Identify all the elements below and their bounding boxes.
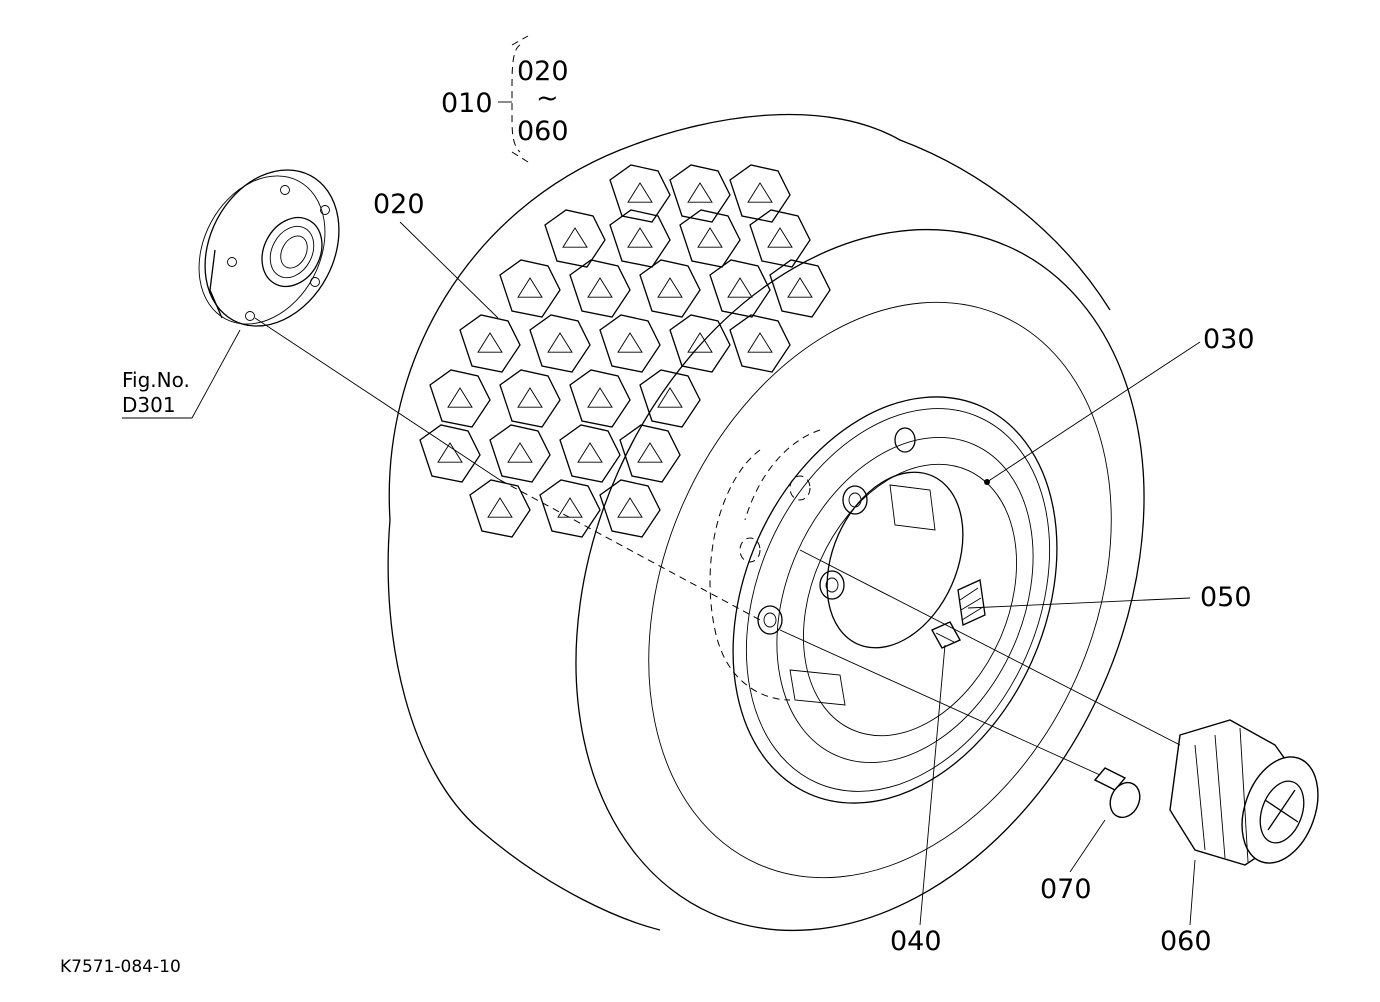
tread-triangle [627,227,653,248]
tread-lug [499,369,561,428]
tread-lug [619,424,681,483]
tread-lug [709,259,771,318]
hub-cap [1169,719,1319,866]
wheel-rim [709,408,1051,792]
tread-triangle [517,277,543,298]
tread-lug [769,259,831,318]
tire-valve [931,621,961,649]
drawing-code: K7571-084-10 [60,957,181,977]
tread-triangle [687,182,713,203]
tread-triangle [657,277,683,298]
tread-triangle [727,277,753,298]
tread-lug [419,424,481,483]
tread-lug [599,479,661,538]
tread-triangle [577,442,603,463]
tread-lug [729,164,791,223]
tire-tread [419,164,831,538]
tread-lug [639,369,701,428]
tread-lug [669,314,731,373]
callout-060: 060 [1160,926,1212,957]
tread-lug [459,314,521,373]
tread-lug [609,209,671,268]
tread-lug [609,164,671,223]
tread-triangle [587,277,613,298]
hub-plate [198,169,340,327]
callout-range-start: 020 [517,56,569,87]
tread-lug [599,314,661,373]
tread-triangle [587,387,613,408]
tread-triangle [787,277,813,298]
tread-lug [669,164,731,223]
tread-triangle [447,387,473,408]
tread-lug [679,209,741,268]
tread-triangle [517,387,543,408]
callout-040: 040 [890,926,942,957]
explode-lines [254,317,1181,776]
tread-lug [489,424,551,483]
tread-triangle [637,442,663,463]
tread-lug [539,479,601,538]
tread-triangle [437,442,463,463]
tread-triangle [767,227,793,248]
callout-range-sep: ~ [536,83,559,114]
callout-labels: 010 020 ~ 060 020 030 050 040 070 060 Fi… [60,56,1255,977]
callout-010: 010 [441,88,493,119]
tread-triangle [627,182,653,203]
tread-lug [749,209,811,268]
tread-triangle [687,332,713,353]
tread-triangle [547,332,573,353]
tread-lug [429,369,491,428]
tread-triangle [557,497,583,518]
fig-ref-line2: D301 [122,393,176,417]
tread-lug [569,369,631,428]
tread-lug [569,259,631,318]
tread-triangle [562,227,588,248]
callout-020: 020 [373,189,425,220]
tire [387,113,1145,932]
tread-triangle [477,332,503,353]
callout-range-end: 060 [517,116,569,147]
callout-050: 050 [1200,582,1252,613]
tread-lug [639,259,701,318]
tread-lug [499,259,561,318]
callout-070: 070 [1040,874,1092,905]
tread-triangle [617,497,643,518]
tread-lug [559,424,621,483]
tread-triangle [747,332,773,353]
tread-triangle [697,227,723,248]
tread-triangle [487,497,513,518]
tread-triangle [657,387,683,408]
tread-lug [529,314,591,373]
callout-030: 030 [1203,324,1255,355]
tread-lug [729,314,791,373]
tread-triangle [507,442,533,463]
leader-lines [122,35,1201,926]
fig-ref-line1: Fig.No. [122,368,190,392]
wheel-bolt [1093,767,1141,819]
tread-triangle [617,332,643,353]
label-plate [957,579,986,626]
tread-triangle [747,182,773,203]
tread-lug [469,479,531,538]
tread-lug [544,209,606,268]
